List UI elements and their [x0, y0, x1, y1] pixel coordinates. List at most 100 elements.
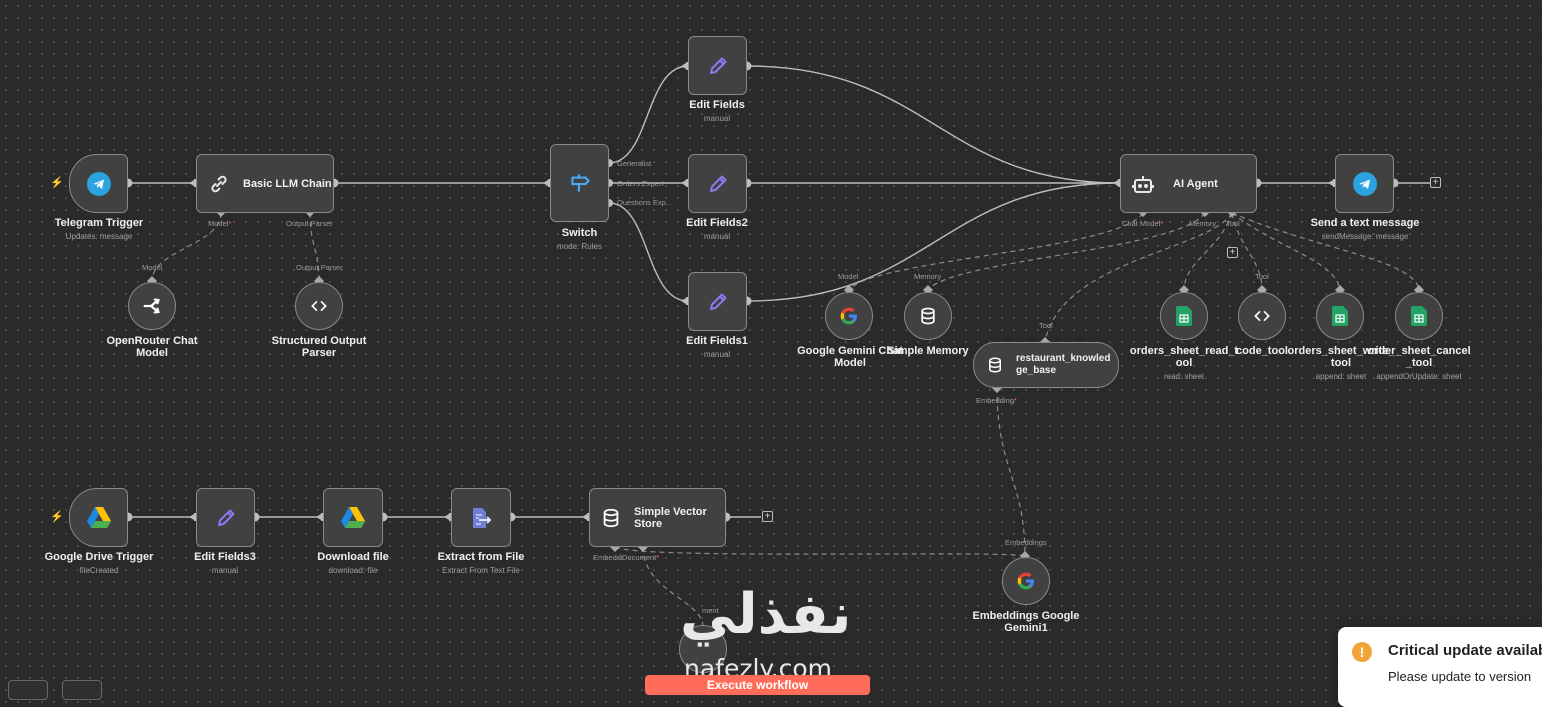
edit-fields-node[interactable] [688, 36, 747, 95]
node-subtitle: manual [211, 566, 239, 575]
zoom-control-button[interactable] [8, 680, 48, 700]
node-subtitle: manual [703, 232, 731, 241]
switch-node[interactable] [550, 144, 609, 222]
link-icon [207, 172, 231, 196]
openrouter-chat-model-node[interactable] [128, 282, 176, 330]
node-title: Extract from File [437, 551, 525, 563]
orders-sheet-read-tool-node[interactable] [1160, 292, 1208, 340]
simple-memory-node[interactable] [904, 292, 952, 340]
signpost-icon [567, 170, 593, 196]
node-title: Google Drive Trigger [44, 551, 154, 563]
node-title: order_sheet_cancel_tool [1367, 345, 1471, 369]
order-sheet-cancel-tool-node[interactable] [1395, 292, 1443, 340]
database-icon [918, 306, 938, 326]
node-title: code_tool [1236, 345, 1288, 357]
extract-from-file-node[interactable] [451, 488, 511, 547]
port-label-embedding: Embedding* [976, 396, 1017, 405]
node-title: orders_sheet_write_tool [1287, 345, 1395, 369]
google-drive-trigger-node[interactable] [69, 488, 128, 547]
execute-workflow-button[interactable]: Execute workflow [645, 675, 870, 695]
node-title: Simple Vector Store [634, 505, 707, 530]
node-title: OpenRouter Chat Model [106, 335, 198, 359]
node-title: orders_sheet_read_tool [1129, 345, 1239, 369]
google-icon [839, 306, 859, 326]
toast-body: Please update to version [1388, 669, 1532, 684]
pencil-icon [706, 290, 730, 314]
node-subtitle: download: file [328, 566, 378, 575]
code-brackets-icon [309, 296, 329, 316]
ai-agent-node[interactable]: AI Agent [1120, 154, 1257, 213]
node-subtitle: appendOrUpdate: sheet [1376, 372, 1462, 381]
switch-output-orders-expert: Orders Expert [617, 179, 664, 188]
basic-llm-chain-node[interactable]: Basic LLM Chain [196, 154, 334, 213]
node-title: Edit Fields3 [194, 551, 256, 563]
edit-fields3-node[interactable] [196, 488, 255, 547]
telegram-icon [1352, 171, 1377, 196]
node-title: Embeddings Google Gemini1 [972, 610, 1080, 634]
orders-sheet-write-tool-node[interactable] [1316, 292, 1364, 340]
google-drive-icon [86, 506, 112, 530]
restaurant-knowledge-base-node[interactable]: restaurant_knowledge_base [973, 342, 1119, 388]
code-tool-node[interactable] [1238, 292, 1286, 340]
port-label-tool: Tool [1255, 272, 1269, 281]
node-title: Switch [561, 227, 598, 239]
robot-icon [1131, 172, 1155, 196]
port-label-tool: Tool [1039, 321, 1053, 330]
port-label-embedding: Embeddi [593, 553, 623, 562]
database-icon [986, 356, 1004, 374]
edit-fields1-node[interactable] [688, 272, 747, 331]
document-loader-node[interactable] [679, 625, 727, 673]
node-title: restaurant_knowledge_base [1016, 353, 1111, 376]
openrouter-icon [141, 295, 163, 317]
google-gemini-chat-model-node[interactable] [825, 292, 873, 340]
node-subtitle: sendMessage: message [1321, 232, 1409, 241]
node-title: Send a text message [1310, 217, 1420, 229]
pencil-icon [706, 54, 730, 78]
add-node-button[interactable]: + [762, 511, 773, 522]
zoom-control-button[interactable] [62, 680, 102, 700]
wire-editfields-to-agent [746, 65, 1121, 184]
telegram-icon [86, 171, 111, 196]
send-text-message-node[interactable] [1335, 154, 1394, 213]
node-title: Structured Output Parser [271, 335, 367, 359]
simple-vector-store-node[interactable]: Simple Vector Store [589, 488, 726, 547]
node-subtitle: Updates: message [65, 232, 133, 241]
node-subtitle: fileCreated [79, 566, 119, 575]
sub-wire-vector-embeddings [614, 546, 1026, 557]
telegram-trigger-node[interactable] [69, 154, 128, 213]
port-label-model: Model [142, 263, 163, 272]
watermark-arabic: نفذلي [680, 582, 853, 647]
port-label-document: Document* [622, 553, 660, 562]
port-label-memory: Memory [1189, 219, 1217, 228]
embeddings-google-gemini1-node[interactable] [1002, 557, 1050, 605]
edit-fields2-node[interactable] [688, 154, 747, 213]
port-label-chat-model: Chat Model* [1122, 219, 1164, 228]
update-toast[interactable]: ! Critical update available Please updat… [1338, 627, 1542, 707]
node-title: Download file [317, 551, 389, 563]
node-subtitle: manual [703, 350, 731, 359]
port-label-model: Model [838, 272, 859, 281]
sub-wire-agent-chat [848, 212, 1144, 291]
file-extract-icon [469, 506, 493, 530]
port-label-document: ment [702, 606, 719, 615]
node-subtitle: read: sheet [1163, 372, 1205, 381]
node-title: Edit Fields2 [686, 217, 748, 229]
google-sheets-icon [1411, 306, 1427, 326]
download-file-node[interactable] [323, 488, 383, 547]
pencil-icon [706, 172, 730, 196]
add-tool-button[interactable]: + [1227, 247, 1238, 258]
node-title: Simple Memory [887, 345, 969, 357]
code-brackets-icon [1252, 306, 1272, 326]
add-node-button[interactable]: + [1430, 177, 1441, 188]
sub-wire-agent-memory [927, 212, 1206, 291]
pencil-icon [214, 506, 238, 530]
port-label-output-parser: Output Parser [296, 263, 343, 272]
node-title: Basic LLM Chain [243, 177, 332, 190]
trigger-bolt-icon: ⚡ [50, 177, 64, 189]
port-label-model: Model* [208, 219, 232, 228]
node-title: Edit Fields1 [686, 335, 748, 347]
structured-output-parser-node[interactable] [295, 282, 343, 330]
database-icon [600, 507, 622, 529]
warning-icon: ! [1352, 642, 1372, 662]
